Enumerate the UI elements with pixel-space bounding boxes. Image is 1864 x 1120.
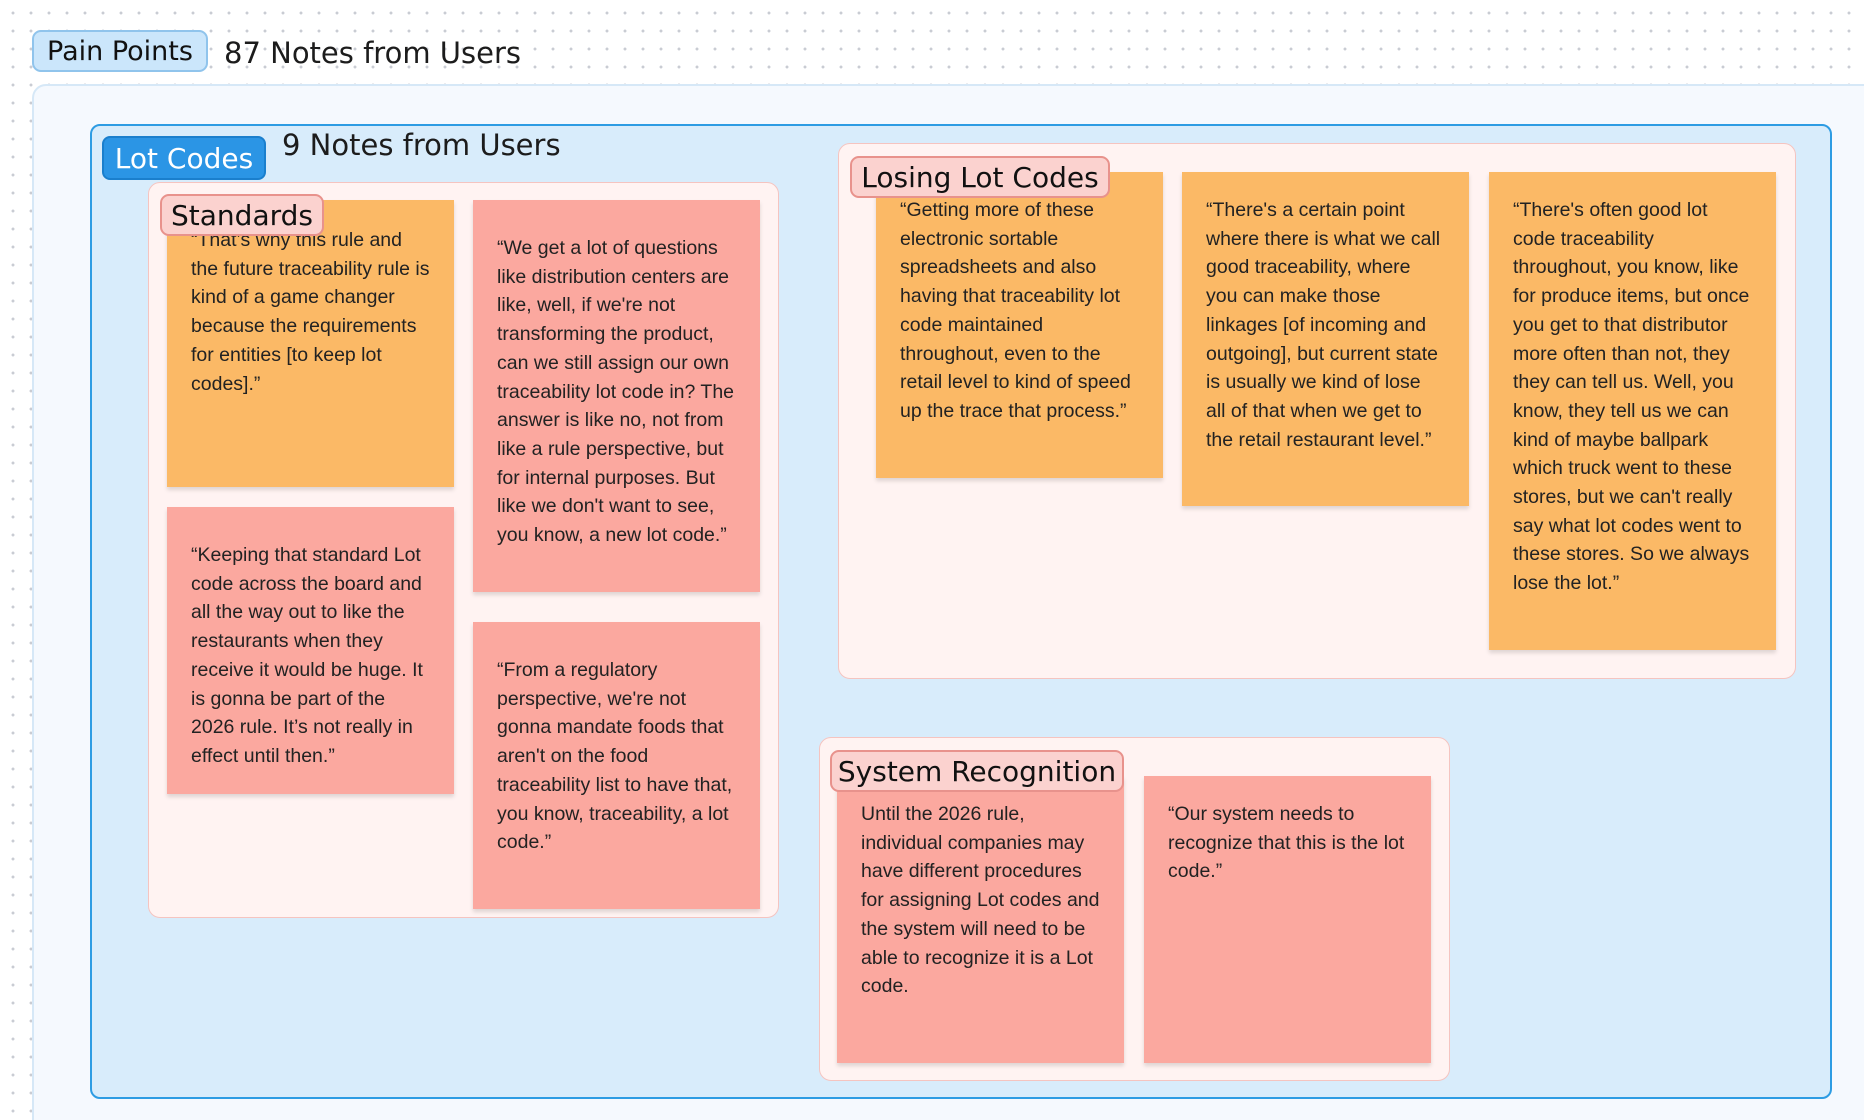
- sticky-note[interactable]: “Keeping that standard Lot code across t…: [167, 507, 454, 794]
- sticky-note-text: “Our system needs to recognize that this…: [1168, 803, 1405, 883]
- sticky-note-text: Until the 2026 rule, individual companie…: [861, 803, 1100, 998]
- sticky-note[interactable]: “From a regulatory perspective, we're no…: [473, 622, 760, 909]
- system-recognition-label[interactable]: System Recognition: [830, 750, 1124, 792]
- standards-label[interactable]: Standards: [160, 194, 324, 236]
- sticky-note-text: “We get a lot of questions like distribu…: [497, 237, 735, 547]
- sticky-note[interactable]: “Getting more of these electronic sortab…: [876, 172, 1163, 478]
- lot-codes-note-count: 9 Notes from Users: [282, 128, 561, 162]
- sticky-note[interactable]: “There's a certain point where there is …: [1182, 172, 1469, 506]
- pain-points-label-text: Pain Points: [47, 35, 193, 67]
- sticky-note-text: “That’s why this rule and the future tra…: [191, 229, 430, 395]
- sticky-note[interactable]: “Our system needs to recognize that this…: [1144, 776, 1431, 1063]
- sticky-note-text: “Getting more of these electronic sortab…: [900, 199, 1131, 422]
- sticky-note[interactable]: “That’s why this rule and the future tra…: [167, 200, 454, 487]
- losing-lot-codes-label-text: Losing Lot Codes: [861, 160, 1099, 194]
- sticky-note[interactable]: Until the 2026 rule, individual companie…: [837, 776, 1124, 1063]
- sticky-note[interactable]: “There's often good lot code traceabilit…: [1489, 172, 1776, 650]
- sticky-note[interactable]: “We get a lot of questions like distribu…: [473, 200, 760, 592]
- lot-codes-label-text: Lot Codes: [114, 141, 254, 175]
- sticky-note-text: “There's a certain point where there is …: [1206, 199, 1441, 451]
- sticky-note-text: “From a regulatory perspective, we're no…: [497, 659, 733, 854]
- pain-points-note-count: 87 Notes from Users: [224, 36, 522, 70]
- sticky-note-text: “Keeping that standard Lot code across t…: [191, 544, 423, 767]
- pain-points-label[interactable]: Pain Points: [32, 30, 208, 72]
- lot-codes-label[interactable]: Lot Codes: [102, 136, 266, 180]
- sticky-note-text: “There's often good lot code traceabilit…: [1513, 199, 1750, 595]
- standards-label-text: Standards: [171, 198, 313, 232]
- losing-lot-codes-label[interactable]: Losing Lot Codes: [850, 156, 1110, 198]
- system-recognition-label-text: System Recognition: [837, 754, 1117, 788]
